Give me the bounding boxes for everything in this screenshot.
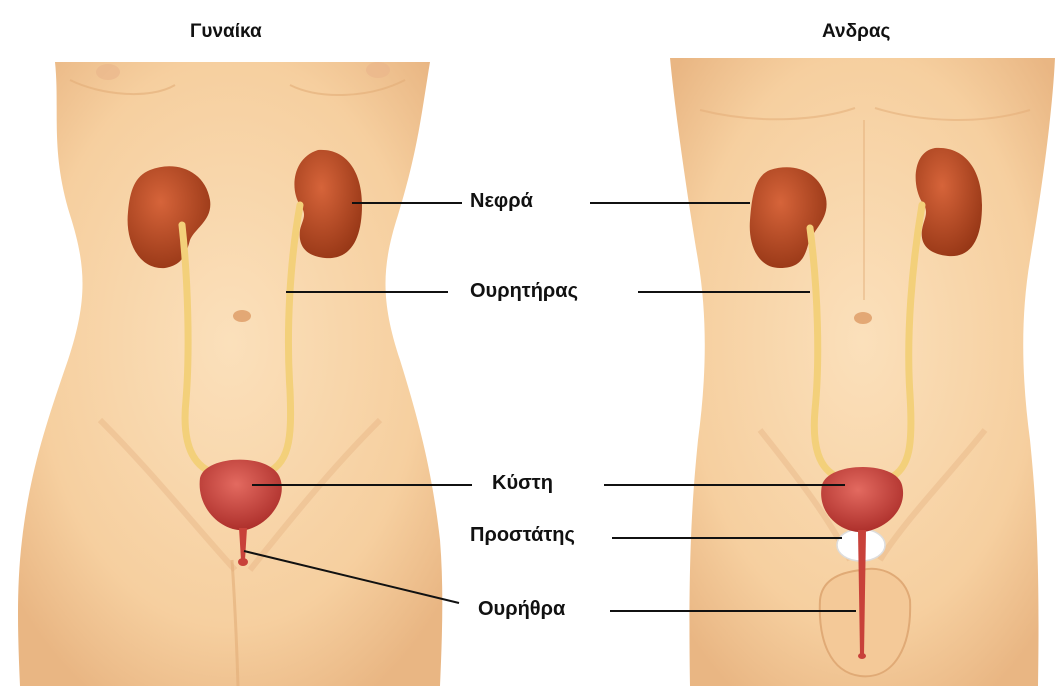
female-urethra-opening [238,558,248,566]
label-prostate: Προστάτης [470,524,575,547]
female-kidney-right [294,150,362,258]
label-ureter: Ουρητήρας [470,280,578,303]
female-torso [18,62,442,686]
female-nipple-right [366,62,390,78]
title-male: Ανδρας [822,21,890,43]
label-kidneys: Νεφρά [470,190,533,213]
female-body [18,62,442,686]
male-navel [854,312,872,324]
title-female: Γυναίκα [190,21,262,43]
label-urethra: Ουρήθρα [478,598,565,621]
female-navel [233,310,251,322]
female-nipple-left [96,64,120,80]
label-bladder: Κύστη [492,472,553,495]
male-urethra-tip [858,653,866,659]
